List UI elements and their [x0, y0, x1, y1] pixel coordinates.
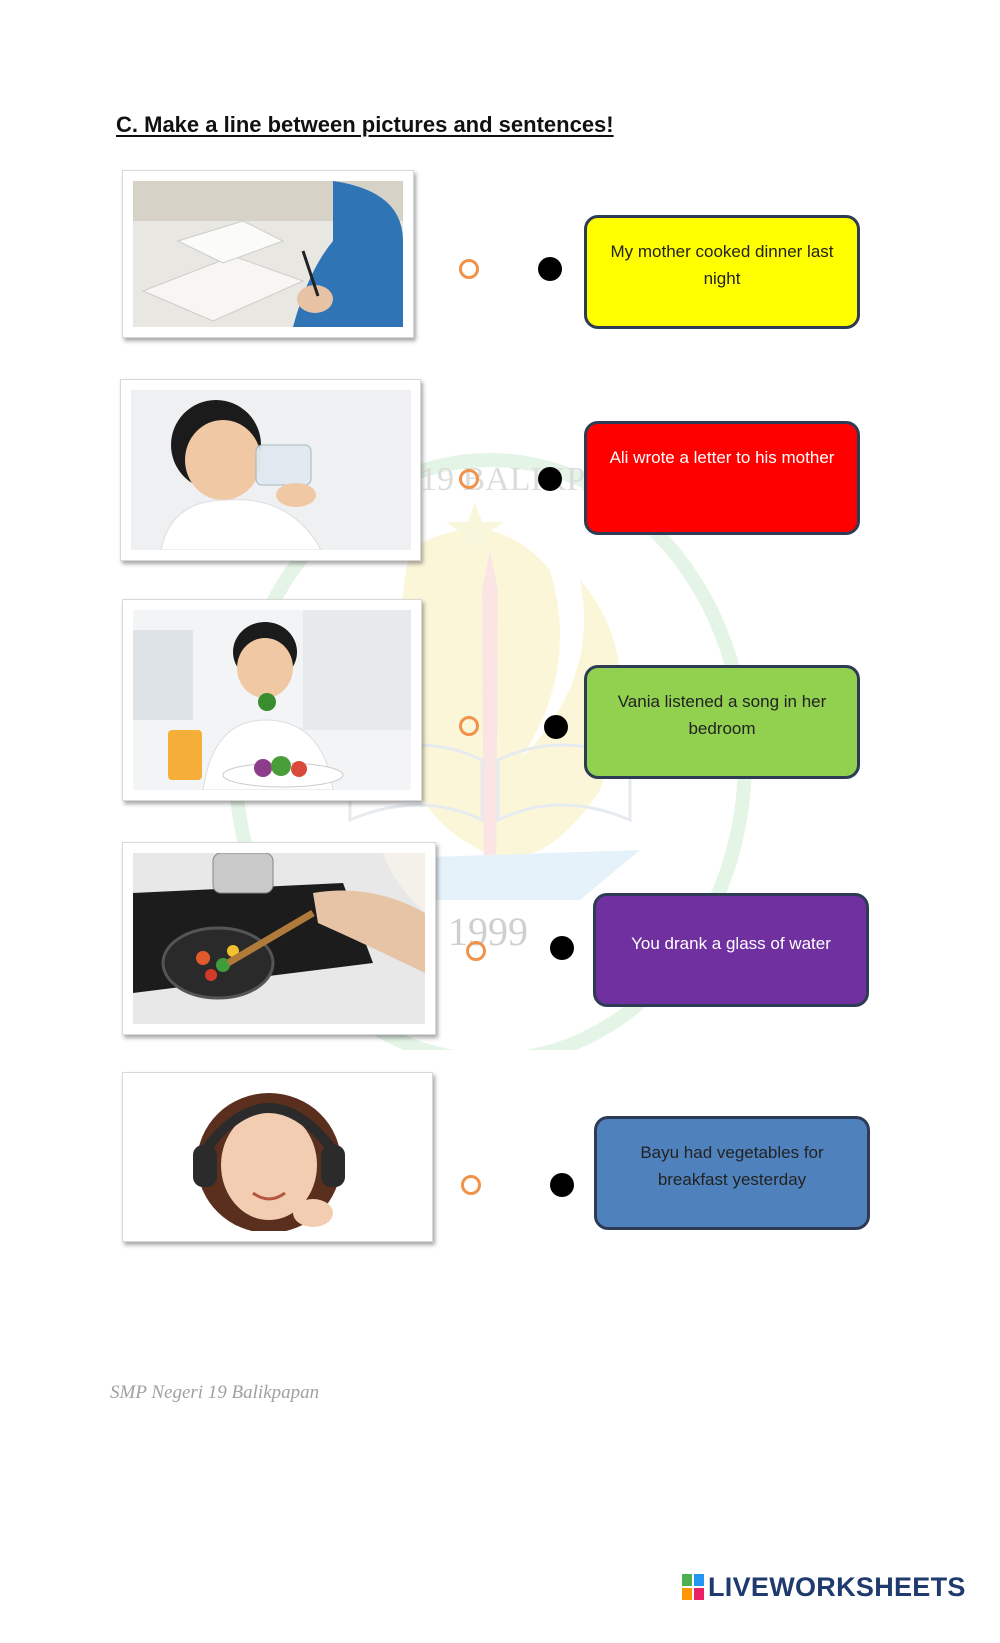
sentence-anchor-2[interactable] [538, 467, 562, 491]
picture-anchor-1[interactable] [459, 259, 479, 279]
cooking-photo-icon [133, 853, 425, 1024]
sentence-anchor-1[interactable] [538, 257, 562, 281]
footer-school-name: SMP Negeri 19 Balikpapan [110, 1382, 320, 1403]
writing-photo-icon [133, 181, 403, 327]
picture-anchor-3[interactable] [459, 716, 479, 736]
picture-cooking [122, 842, 436, 1035]
sentence-text-2: Ali wrote a letter to his mother [609, 448, 835, 467]
sentence-card-4[interactable]: You drank a glass of water [593, 893, 869, 1007]
sentence-card-3[interactable]: Vania listened a song in her bedroom [584, 665, 860, 779]
sentence-text-5: Bayu had vegetables for breakfast yester… [640, 1143, 824, 1189]
picture-anchor-2[interactable] [459, 469, 479, 489]
picture-headphones [122, 1072, 433, 1242]
watermark-year: 1999 [448, 909, 528, 954]
sentence-card-2[interactable]: Ali wrote a letter to his mother [584, 421, 860, 535]
drinking-water-photo-icon [131, 390, 411, 550]
picture-anchor-5[interactable] [461, 1175, 481, 1195]
picture-drinking-water [120, 379, 421, 561]
sentence-text-4: You drank a glass of water [631, 934, 831, 953]
sentence-card-1[interactable]: My mother cooked dinner last night [584, 215, 860, 329]
sentence-text-1: My mother cooked dinner last night [610, 242, 834, 288]
sentence-text-3: Vania listened a song in her bedroom [617, 692, 827, 738]
headphones-photo-icon [133, 1083, 422, 1231]
sentence-anchor-5[interactable] [550, 1173, 574, 1197]
liveworksheets-wordmark: LIVEWORKSHEETS [708, 1571, 966, 1602]
picture-writing [122, 170, 414, 338]
sentence-anchor-4[interactable] [550, 936, 574, 960]
picture-eating-vegetables [122, 599, 422, 801]
sentence-anchor-3[interactable] [544, 715, 568, 739]
liveworksheets-logo: LIVEWORKSHEETS [682, 1572, 966, 1602]
picture-anchor-4[interactable] [466, 941, 486, 961]
worksheet-title: C. Make a line between pictures and sent… [116, 112, 614, 137]
eating-vegetables-photo-icon [133, 610, 411, 790]
liveworksheets-mark-icon [682, 1574, 704, 1600]
sentence-card-5[interactable]: Bayu had vegetables for breakfast yester… [594, 1116, 870, 1230]
